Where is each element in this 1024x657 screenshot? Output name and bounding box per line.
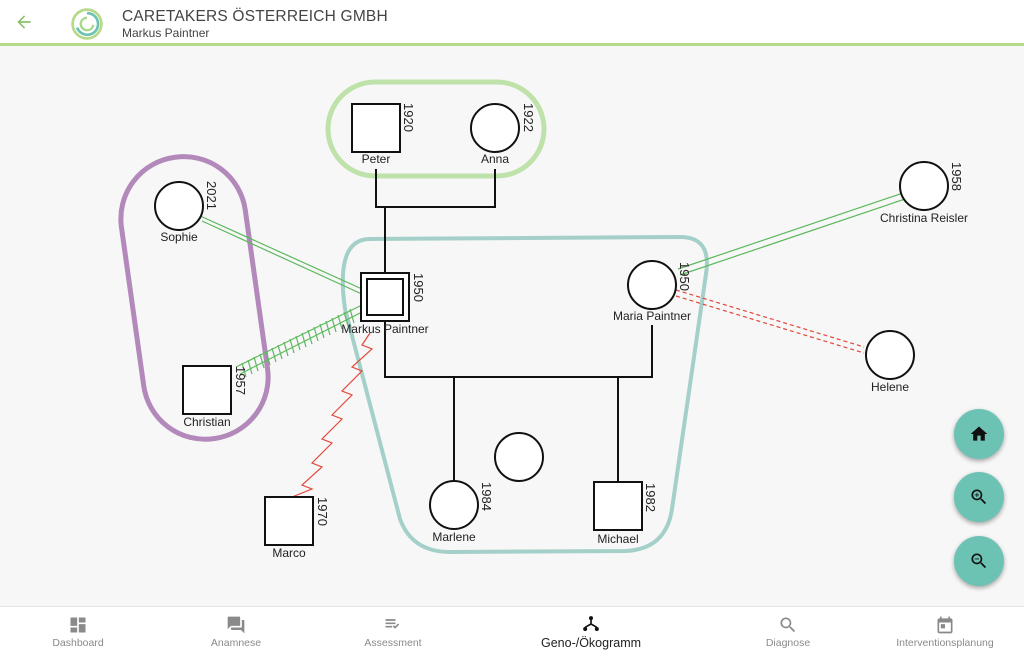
person-label: Helene [870,380,910,394]
nav-label: Dashboard [52,637,104,649]
person-label: Christian [183,415,231,429]
person-year: 1922 [521,103,536,132]
calendar-icon [937,616,953,634]
company-logo [71,8,103,40]
person-label: Marco [272,546,306,560]
zoom-out-button[interactable] [954,536,1004,586]
person-marco [264,496,314,546]
person-year: 1984 [479,482,494,511]
person-sophie [154,181,204,231]
company-name: CARETAKERS ÖSTERREICH GMBH [122,8,388,25]
back-button[interactable] [12,10,36,34]
search-icon [780,617,796,633]
app-header: CARETAKERS ÖSTERREICH GMBH Markus Paintn… [0,0,1024,46]
relation-markus-marco [291,332,374,498]
relation-maria-helene [675,289,865,354]
person-year: 2021 [204,181,219,210]
person-anna [470,103,520,153]
bottom-navigation: Dashboard Anamnese Assessment Geno-/Ökog… [0,606,1024,657]
person-label: Peter [361,152,391,166]
tree-icon [583,616,599,631]
nav-label: Diagnose [765,637,811,649]
arrow-left-icon [17,15,31,29]
person-label: Anna [480,152,510,166]
zoom-in-button[interactable] [954,472,1004,522]
nav-anamnese[interactable]: Anamnese [156,607,316,657]
home-button[interactable] [954,409,1004,459]
nav-dashboard[interactable]: Dashboard [0,607,158,657]
person-year: 1920 [401,103,416,132]
nav-label: Assessment [364,637,422,649]
group-household [340,234,709,555]
relation-markus-sophie [197,214,365,296]
person-label: Markus Paintner [341,322,429,336]
person-year: 1982 [643,483,658,512]
person-label: Maria Paintner [612,309,692,323]
person-label: Christina Reisler [879,211,969,225]
relation-markus-christian [235,304,365,378]
person-christina [899,161,949,211]
nav-diagnose[interactable]: Diagnose [708,607,868,657]
person-marlene [429,480,479,530]
person-year: 1950 [411,273,426,302]
person-year: 1970 [315,497,330,526]
person-year: 1957 [233,366,248,395]
nav-label: Geno-/Ökogramm [540,636,642,650]
dashboard-icon [70,617,86,633]
nav-label: Anamnese [210,637,262,649]
family-lines [375,169,653,483]
genogram-graph [118,79,949,555]
relation-maria-christina [677,191,909,276]
chat-icon [227,616,245,634]
genogram-canvas[interactable]: Peter 1920 Anna 1922 Sophie 2021 Markus … [0,49,1024,606]
person-maria [627,260,677,310]
checklist-icon [385,619,400,629]
person-label: Sophie [160,230,198,244]
person-helene [865,330,915,380]
nav-assessment[interactable]: Assessment [313,607,473,657]
zoom-out-icon [971,553,987,569]
person-michael [593,481,643,531]
zoom-in-icon [971,489,987,505]
person-year: 1958 [949,162,964,191]
nav-label: Interventionsplanung [896,637,994,649]
person-peter [351,103,401,153]
person-label: Michael [597,532,639,546]
home-icon [970,426,988,441]
person-year: 1950 [677,262,692,291]
group-siblings [118,154,271,442]
person-christian [182,365,232,415]
group-parents [325,79,547,179]
person-unnamed [494,432,544,482]
nav-genogramm[interactable]: Geno-/Ökogramm [511,607,671,657]
nav-interventionsplanung[interactable]: Interventionsplanung [865,607,1024,657]
current-user-name: Markus Paintner [122,26,210,40]
person-label: Marlene [432,530,476,544]
